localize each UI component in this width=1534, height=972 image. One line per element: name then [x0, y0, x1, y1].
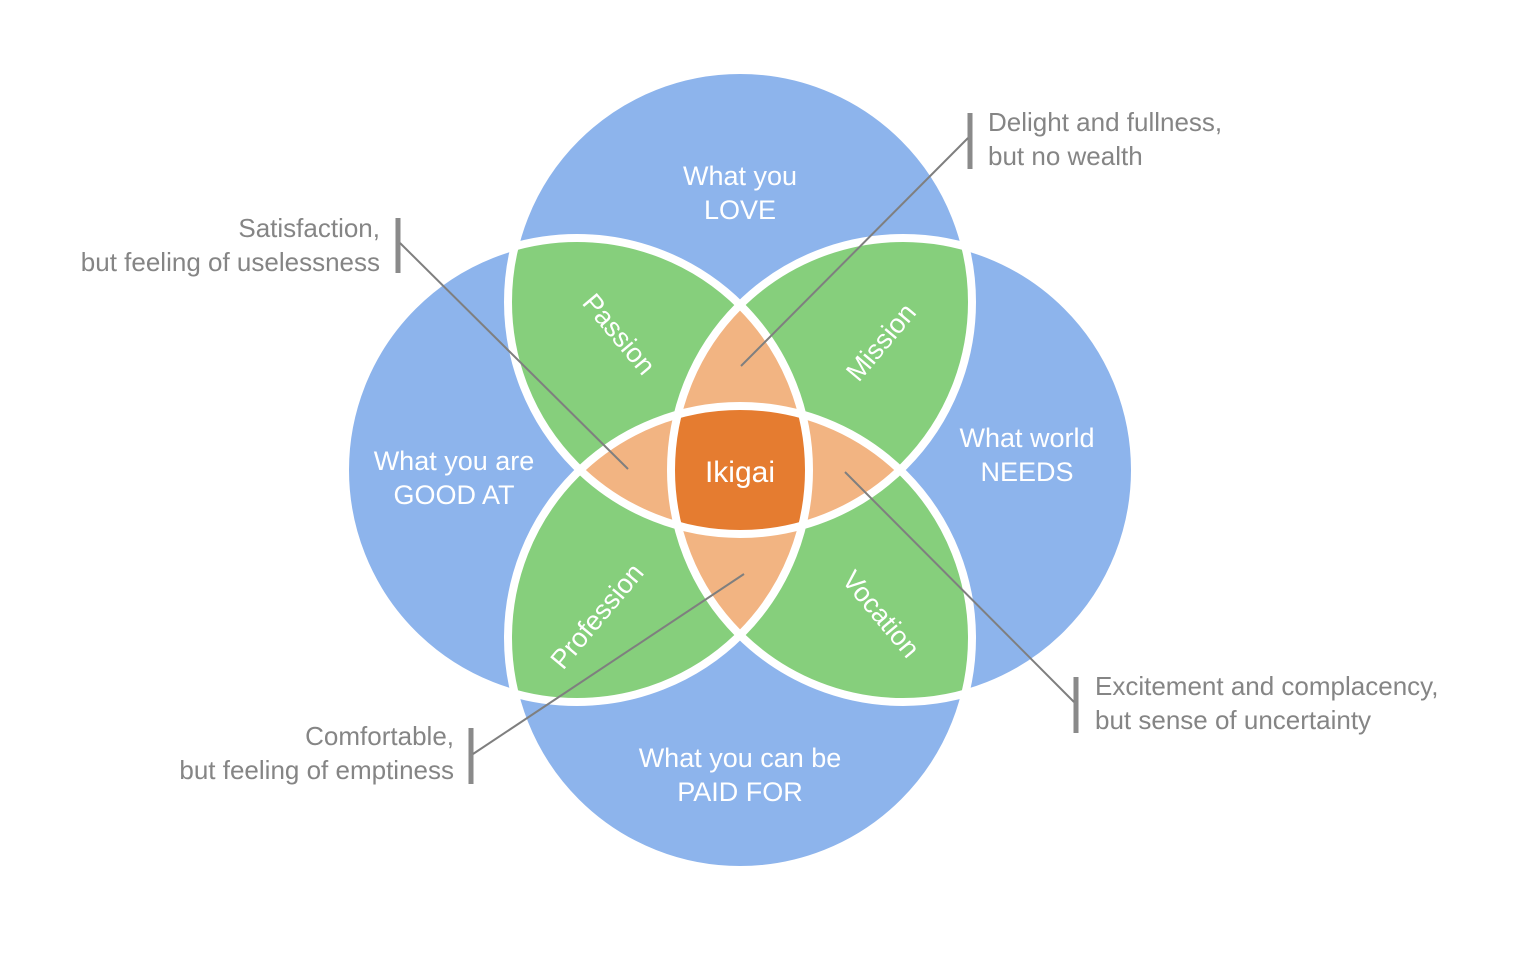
- annotation-comfortable: Comfortable,but feeling of emptiness: [179, 573, 745, 785]
- leader-line: [399, 242, 629, 470]
- outline-paid-for: [504, 402, 976, 874]
- annotation-satisfaction: Satisfaction,but feeling of uselessness: [81, 213, 629, 470]
- leader-line: [472, 573, 745, 755]
- annotation-excitement: Excitement and complacency,but sense of …: [844, 471, 1438, 735]
- annotation-text: Delight and fullness,but no wealth: [988, 107, 1222, 171]
- annotation-text: Satisfaction,but feeling of uselessness: [81, 213, 380, 277]
- outline-love: [504, 66, 976, 538]
- circle-outlines: [341, 66, 1139, 874]
- annotation-delight: Delight and fullness,but no wealth: [740, 107, 1222, 367]
- outline-world-needs: [667, 234, 1139, 706]
- annotation-text: Excitement and complacency,but sense of …: [1095, 671, 1438, 735]
- leader-line: [740, 137, 969, 367]
- outline-good-at: [341, 234, 813, 706]
- annotation-text: Comfortable,but feeling of emptiness: [179, 721, 454, 785]
- leader-line: [844, 471, 1075, 703]
- label-ikigai: Ikigai: [705, 456, 775, 489]
